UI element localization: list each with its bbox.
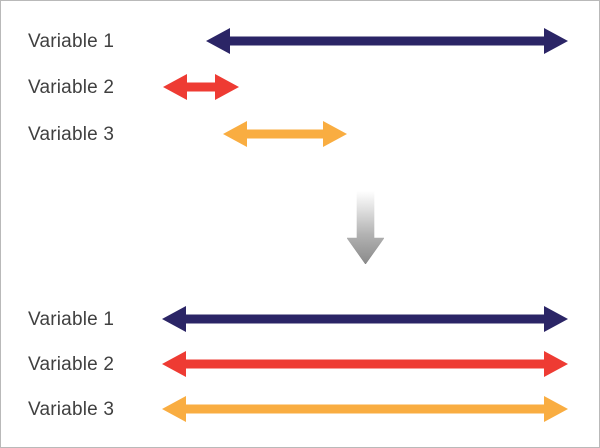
row-label-after-variable-2: Variable 2 [28,354,115,375]
double-arrow-after-variable-1 [162,306,568,332]
double-arrow-after-variable-2 [162,351,568,377]
double-arrow-before-variable-3 [223,121,347,147]
row-label-before-variable-1: Variable 1 [28,31,115,52]
row-label-before-variable-2: Variable 2 [28,77,115,98]
downward-gradient-arrow-icon [347,191,384,264]
double-arrow-after-variable-3 [162,396,568,422]
double-arrow-before-variable-1 [206,28,568,54]
row-label-after-variable-1: Variable 1 [28,309,115,330]
row-label-after-variable-3: Variable 3 [28,399,115,420]
row-label-before-variable-3: Variable 3 [28,124,115,145]
double-arrow-before-variable-2 [163,74,239,100]
